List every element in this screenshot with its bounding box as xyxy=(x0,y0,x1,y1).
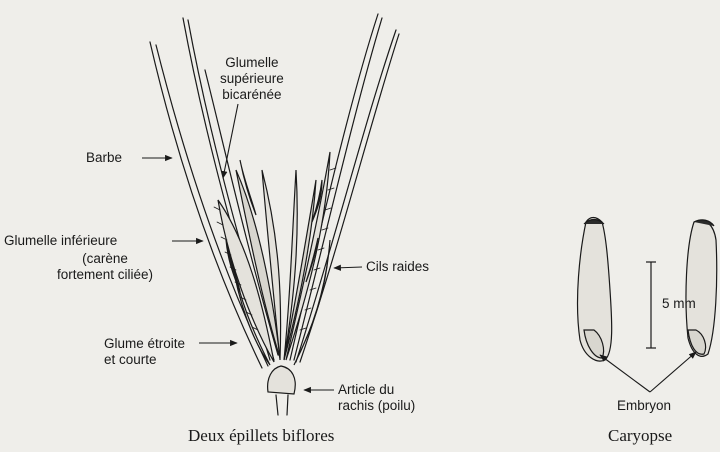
caption-caryopsis: Caryopse xyxy=(608,426,672,446)
caption-spikelets: Deux épillets biflores xyxy=(188,426,334,446)
awn-right-2 xyxy=(296,30,396,362)
leader-glumelle-sup xyxy=(223,104,238,178)
caryopsis-drawing xyxy=(578,218,717,362)
leader-lines xyxy=(142,104,696,392)
label-carene-ciliee: (carène fortement ciliée) xyxy=(40,251,170,283)
awn-right-long xyxy=(290,14,378,360)
rachis-article xyxy=(268,366,296,394)
label-cils-raides: Cils raides xyxy=(366,259,429,275)
label-glumelle-superieure: Glumelle supérieure bicarénée xyxy=(220,55,284,103)
label-glumelle-inferieure: Glumelle inférieure xyxy=(4,233,117,249)
leader-cils xyxy=(334,267,362,268)
awn-right-long-2 xyxy=(294,18,382,360)
label-scale: 5 mm xyxy=(662,296,696,312)
rachis-stem xyxy=(276,395,288,415)
label-barbe: Barbe xyxy=(86,150,122,166)
scale-bar xyxy=(646,262,656,348)
label-embryon: Embryon xyxy=(617,398,671,414)
label-glume: Glume étroite et courte xyxy=(104,336,185,368)
leader-embryon-1 xyxy=(600,355,650,392)
label-article: Article du rachis (poilu) xyxy=(338,382,415,414)
leader-embryon-2 xyxy=(650,352,696,392)
